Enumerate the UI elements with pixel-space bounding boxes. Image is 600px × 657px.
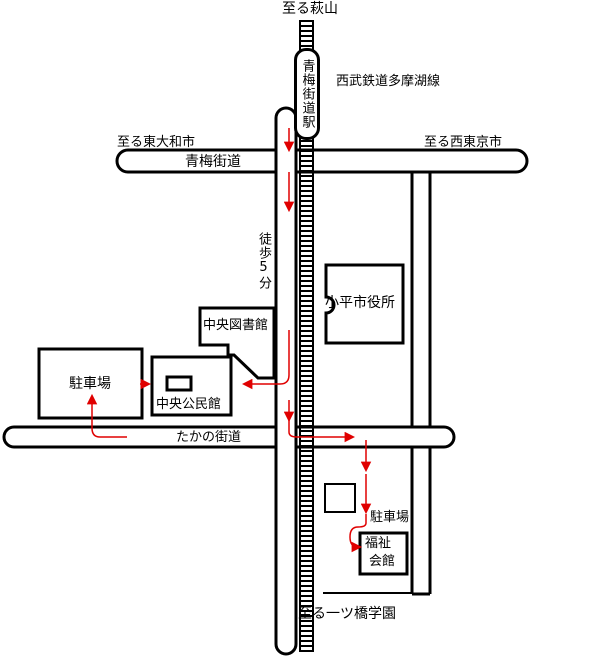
welfare-block (323, 446, 413, 594)
route-arrow-to-welfare-hall (349, 514, 367, 553)
library-building (198, 306, 276, 380)
south-parking-label: 駐車場 (370, 510, 410, 525)
welfare-block-building (324, 483, 356, 513)
north-south-road (274, 106, 298, 656)
station-name: 青梅街道駅 (299, 59, 315, 129)
walk-time-label: 徒歩5分 (256, 232, 271, 290)
community-hall-label: 中央公民館 (156, 397, 222, 412)
welfare-hall-building (358, 531, 409, 576)
city-hall-label: 小平市役所 (325, 295, 395, 311)
city-hall-building (324, 263, 405, 345)
railway-line-label: 西武鉄道多摩湖線 (336, 74, 441, 89)
takano-kaido-label: たかの街道 (176, 430, 242, 445)
destination-north: 至る萩山 (282, 1, 338, 17)
destination-west: 至る東大和市 (117, 135, 196, 150)
station-marker: 青梅街道駅 (294, 48, 320, 140)
oume-kaido-label: 青梅街道 (185, 154, 241, 170)
east-road (410, 172, 432, 596)
walking-route (86, 128, 372, 553)
welfare-hall-label-line1: 福祉 (365, 536, 392, 551)
community-hall-inner-building (165, 375, 193, 392)
route-arrow-to-west-parking (86, 393, 127, 438)
route-arrow-turn-west (241, 374, 290, 390)
welfare-hall-label-line2: 会館 (369, 554, 396, 569)
destination-east: 至る西東京市 (424, 135, 503, 150)
city-hall-block (323, 171, 413, 428)
library-label: 中央図書館 (203, 318, 269, 333)
west-parking-label: 駐車場 (69, 376, 111, 392)
destination-south: 至る一ツ橋学園 (298, 606, 396, 622)
oume-kaido-road (115, 148, 529, 174)
route-arrow-east-takano (288, 420, 356, 443)
